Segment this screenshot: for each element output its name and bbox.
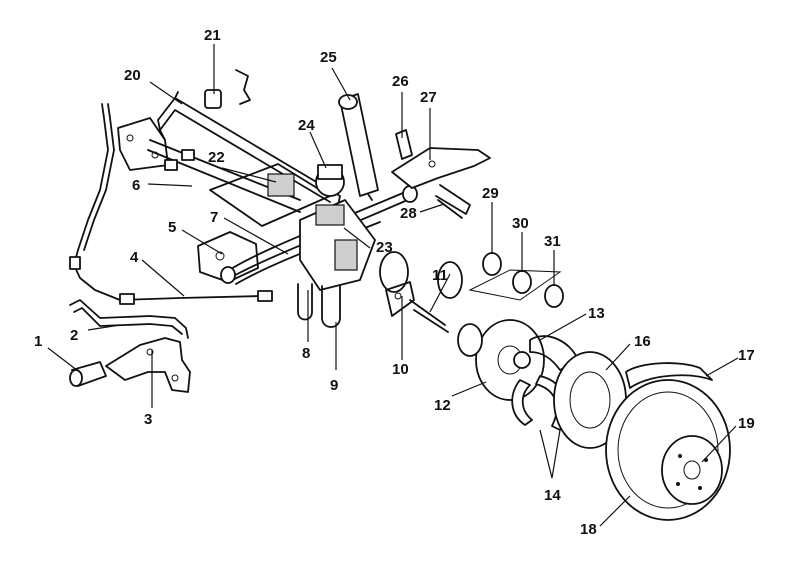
callout-30: 30 (512, 215, 529, 232)
wheel-hub-drawing (661, 435, 723, 505)
callout-19: 19 (738, 415, 755, 432)
callout-28: 28 (400, 205, 417, 222)
callout-11: 11 (432, 267, 448, 284)
mount-block-drawing (197, 231, 259, 283)
mounting-bracket-drawing (105, 337, 191, 393)
leader-2 (87, 324, 121, 331)
callout-3: 3 (144, 411, 152, 428)
seal-ring-drawing (379, 251, 463, 333)
leader-11 (429, 273, 451, 313)
leader-17 (705, 357, 739, 377)
callout-8: 8 (302, 345, 310, 362)
callout-29: 29 (482, 185, 499, 202)
callout-26: 26 (392, 73, 409, 90)
leader-18 (599, 495, 631, 527)
callout-23: 23 (376, 239, 393, 256)
leader-24 (309, 131, 327, 169)
mounting-bolt-drawing (395, 129, 413, 160)
leader-20 (149, 81, 183, 105)
leader-16 (605, 343, 631, 371)
callout-17: 17 (738, 347, 755, 364)
shock-absorber-drawing (338, 93, 379, 201)
callout-16: 16 (634, 333, 651, 350)
brake-hose-drawing (69, 103, 273, 339)
callout-18: 18 (580, 521, 597, 538)
axle-housing-drawing (299, 199, 376, 291)
leader-6 (147, 183, 193, 187)
small-bracket-drawing (385, 281, 415, 317)
callout-2: 2 (70, 327, 78, 344)
callout-21: 21 (204, 27, 221, 44)
callout-9: 9 (330, 377, 338, 394)
callout-13: 13 (588, 305, 605, 322)
callout-labels: 1 2 3 4 5 6 7 8 9 10 11 12 13 14 16 17 1… (34, 27, 755, 538)
callout-31: 31 (544, 233, 561, 250)
leader-19 (701, 425, 737, 463)
u-bolt-drawing (297, 283, 341, 328)
callout-1: 1 (34, 333, 42, 350)
leader-1 (47, 347, 83, 375)
leader-4 (141, 259, 185, 297)
leader-14a (539, 429, 553, 479)
leader-12 (451, 381, 487, 397)
leader-14b (551, 429, 561, 479)
callout-12: 12 (434, 397, 451, 414)
leader-13 (539, 313, 587, 341)
wheel-cylinder-drawing (69, 361, 107, 387)
callout-25: 25 (320, 49, 337, 66)
leader-5 (181, 229, 223, 255)
callout-10: 10 (392, 361, 409, 378)
leader-7 (223, 217, 289, 255)
stabilizer-bar-drawing (157, 91, 341, 207)
callout-22: 22 (208, 149, 225, 166)
leader-lines (47, 44, 739, 527)
shackle-link-drawing (435, 184, 471, 219)
bushing-drawing (204, 69, 251, 109)
leader-25 (331, 67, 351, 101)
callout-20: 20 (124, 67, 141, 84)
callout-5: 5 (168, 219, 176, 236)
callout-14: 14 (544, 487, 561, 504)
backing-plate-drawing (457, 319, 545, 401)
callout-24: 24 (298, 117, 315, 134)
leader-28 (419, 203, 445, 213)
callout-6: 6 (132, 177, 140, 194)
callout-27: 27 (420, 89, 437, 106)
bushings-drawing (468, 252, 564, 308)
callout-4: 4 (130, 249, 139, 266)
dust-shield-drawing (625, 362, 713, 389)
bump-stop-drawing (315, 164, 345, 197)
leader-22 (221, 167, 277, 183)
callout-7: 7 (210, 209, 218, 226)
leader-23 (343, 227, 371, 249)
upper-bracket-drawing (391, 147, 491, 189)
